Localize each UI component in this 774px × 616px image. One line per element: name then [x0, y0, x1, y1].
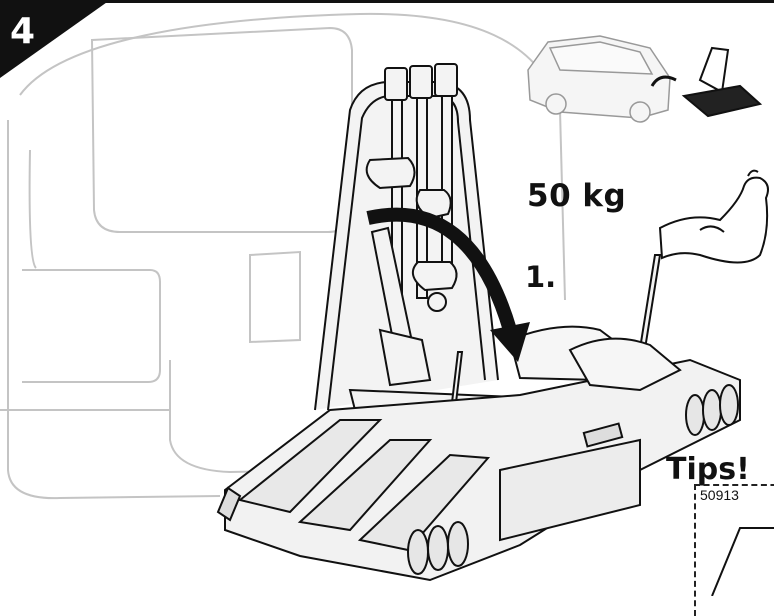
tip-box: [694, 484, 774, 616]
step-number: 4: [10, 11, 36, 52]
weight-label: 50 kg: [527, 178, 627, 214]
tip-accessory-icon: [711, 527, 774, 596]
flexed-arm-icon: [658, 169, 769, 264]
part-number: 50913: [700, 487, 739, 503]
car-icon: [527, 35, 763, 123]
carrier-base: [216, 325, 741, 582]
top-rule: [0, 0, 774, 3]
folded-carrier-icon: [650, 46, 763, 118]
curved-arrow-icon: [366, 207, 530, 362]
substep-label: 1.: [525, 260, 557, 294]
step-badge: [0, 0, 110, 78]
bike-carrier-illustration: [0, 12, 741, 582]
tips-heading: Tips!: [666, 452, 750, 487]
